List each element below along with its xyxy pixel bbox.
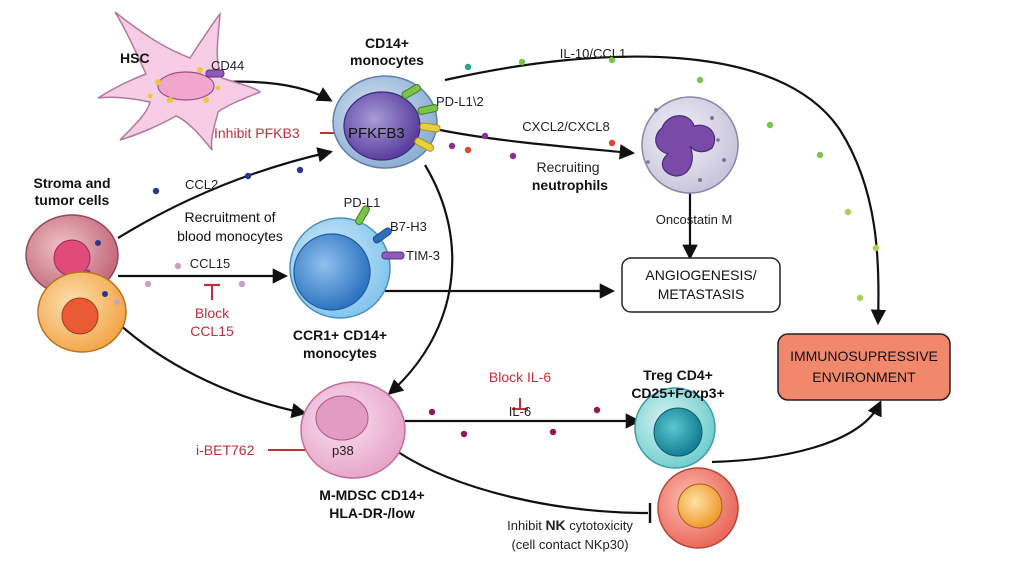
ccl15-label: CCL15 xyxy=(190,256,230,271)
arrows xyxy=(117,55,887,523)
angiogenesis-box: ANGIOGENESIS/ METASTASIS xyxy=(621,257,781,313)
labels: HSC CD44 CD14+ monocytes PD-L1\2 PFKFB3 … xyxy=(33,35,732,552)
ibet-label: i-BET762 xyxy=(196,442,255,458)
il6-label: IL-6 xyxy=(509,404,531,419)
block-ccl15-label-1: Block xyxy=(195,305,230,321)
immunosuppressive-box: IMMUNOSUPRESSIVE ENVIRONMENT xyxy=(777,333,951,401)
mdsc-label-2: HLA-DR-/low xyxy=(329,505,415,521)
b7h3-label: B7-H3 xyxy=(390,219,427,234)
angio-line2: METASTASIS xyxy=(658,286,745,302)
immuno-line1: IMMUNOSUPRESSIVE xyxy=(790,348,938,364)
cd14-monocyte-label-2: monocytes xyxy=(350,52,424,68)
hsc-cell xyxy=(97,11,262,151)
pfkfb3-label: PFKFB3 xyxy=(348,125,405,142)
stroma-tumor-cells xyxy=(25,214,127,353)
mdsc-cell xyxy=(300,381,406,479)
arrow-stroma-to-monocyte xyxy=(117,147,334,239)
tim3-label: TIM-3 xyxy=(406,248,440,263)
nk-label-1: Inhibit NK cytotoxicity xyxy=(507,517,633,533)
arrow-monocyte-to-mdsc xyxy=(387,164,454,396)
cd14-monocyte-cell xyxy=(332,75,441,169)
immuno-line2: ENVIRONMENT xyxy=(812,369,916,385)
pdl1-label: PD-L1 xyxy=(344,195,381,210)
mdsc-label-1: M-MDSC CD14+ xyxy=(319,487,424,503)
neutrophils-label: neutrophils xyxy=(532,177,608,193)
il10-ccl1-label: IL-10/CCL1 xyxy=(560,46,626,61)
nk-label-2: (cell contact NKp30) xyxy=(511,537,628,552)
treg-label-2: CD25+Foxp3+ xyxy=(631,385,724,401)
recruiting-label: Recruiting xyxy=(536,159,599,175)
ccl2-label: CCL2 xyxy=(185,177,218,192)
inhibit-mdsc-to-nk xyxy=(397,451,649,515)
ccr1-monocyte-cell xyxy=(289,205,405,319)
arrow-hsc-to-monocyte xyxy=(221,80,333,102)
arrow-monocyte-to-neutrophil xyxy=(439,128,636,160)
cd14-monocyte-label-1: CD14+ xyxy=(365,35,409,51)
ccr1-label-1: CCR1+ CD14+ xyxy=(293,327,387,343)
stroma-label-1: Stroma and xyxy=(33,175,110,191)
cxcl2-cxcl8-label: CXCL2/CXCL8 xyxy=(522,119,609,134)
nk-cell xyxy=(657,467,739,549)
block-ccl15-label-2: CCL15 xyxy=(190,323,234,339)
inhibit-pfkb3-label: Inhibit PFKB3 xyxy=(214,125,300,141)
signal-dots xyxy=(144,56,880,438)
treg-label-1: Treg CD4+ xyxy=(643,367,713,383)
recruitment-label-2: blood monocytes xyxy=(177,228,283,244)
hsc-label: HSC xyxy=(120,50,150,66)
arrow-treg-to-immuno xyxy=(711,400,882,464)
arrow-stroma-to-mdsc xyxy=(117,322,308,419)
angio-line1: ANGIOGENESIS/ xyxy=(645,267,756,283)
ccr1-label-2: monocytes xyxy=(303,345,377,361)
stroma-label-2: tumor cells xyxy=(35,192,110,208)
recruitment-label-1: Recruitment of xyxy=(184,209,275,225)
treg-cell xyxy=(634,387,716,469)
p38-label: p38 xyxy=(332,443,354,458)
pdl1-2-label: PD-L1\2 xyxy=(436,94,484,109)
oncostatin-label: Oncostatin M xyxy=(656,212,733,227)
neutrophil-cell xyxy=(641,96,739,194)
cd44-label: CD44 xyxy=(211,58,244,73)
block-il6-label: Block IL-6 xyxy=(489,369,551,385)
